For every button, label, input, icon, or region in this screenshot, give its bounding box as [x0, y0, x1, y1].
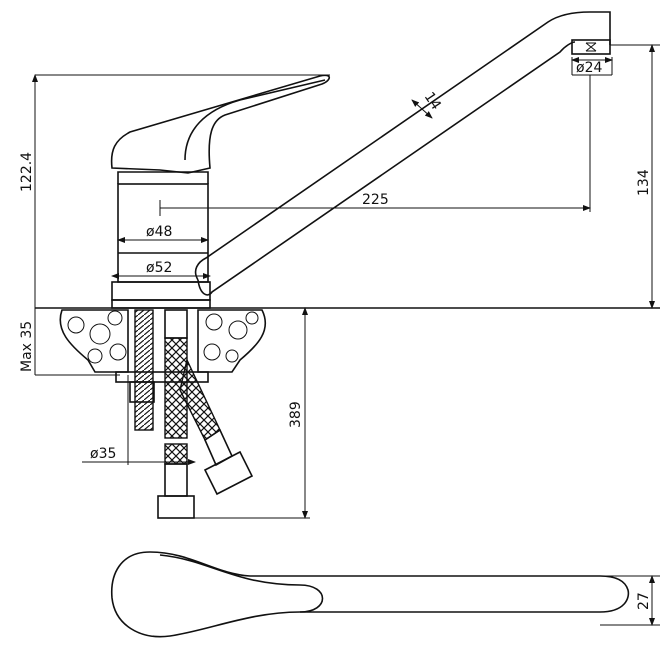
- dim-27: 27: [636, 592, 652, 610]
- nut: [129, 381, 155, 403]
- aerator: [571, 39, 611, 55]
- dim-o24: ø24: [576, 60, 602, 76]
- hose-fitting: [157, 495, 195, 519]
- spout: [194, 11, 611, 281]
- dim-max-35: Max 35: [19, 321, 35, 372]
- mixer-base: [111, 281, 211, 301]
- side-view: [35, 11, 660, 309]
- dim-o52: ø52: [146, 260, 172, 276]
- dim-134: 134: [636, 169, 652, 196]
- dim-o48: ø48: [146, 224, 172, 240]
- mounting-plate: [115, 371, 209, 383]
- counter-section: [59, 309, 267, 519]
- dim-389: 389: [288, 401, 304, 428]
- lever-handle: [110, 74, 331, 174]
- plan-view: 27: [110, 551, 660, 638]
- dim-122-4: 122.4: [19, 152, 35, 192]
- dim-14: 14: [421, 89, 444, 113]
- hose-fitting-2: [203, 450, 254, 496]
- lever-edge: [184, 79, 326, 161]
- dim-225: 225: [362, 192, 389, 208]
- dim-o35: ø35: [90, 446, 116, 462]
- plan-outline: [110, 551, 630, 638]
- mounting-stud: [134, 309, 154, 431]
